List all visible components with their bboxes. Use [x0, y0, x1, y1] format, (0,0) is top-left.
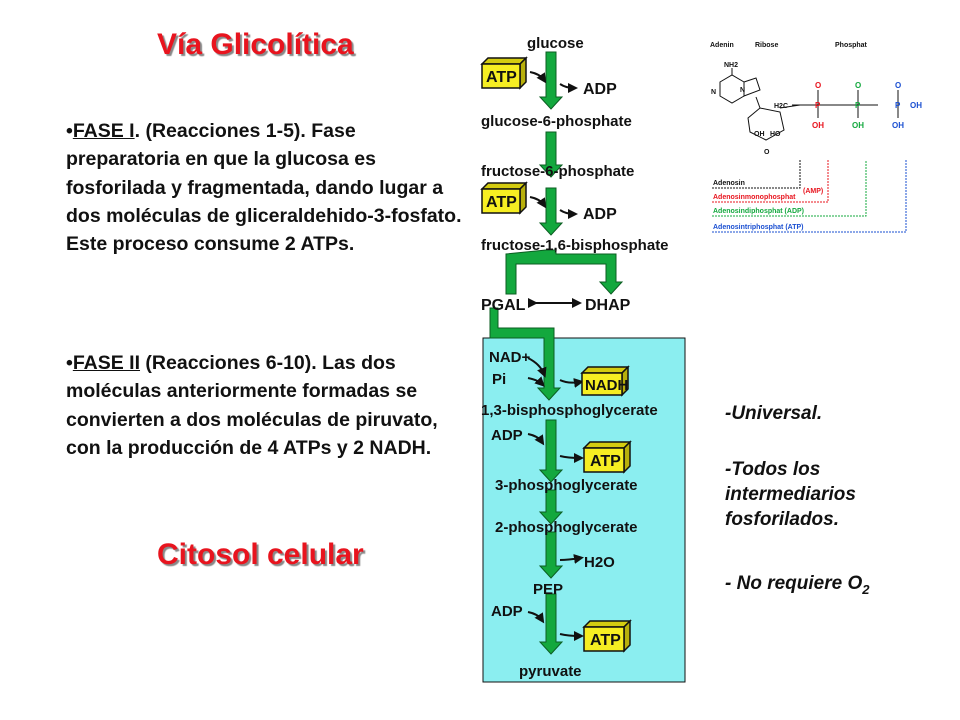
ho-label: HO [770, 131, 781, 138]
adp-label: ADP [491, 603, 523, 620]
o-label: O [764, 149, 770, 156]
nadh-box [580, 365, 630, 397]
p-label: P [895, 101, 901, 110]
fructose-bisphosphate-label: fructose-1,6-bisphosphate [481, 237, 669, 254]
note-oxygen-text: - No requiere O [725, 573, 863, 594]
page-title: Vía Glicolítica [157, 28, 354, 61]
glycolysis-diagram: glucose ATP ADP glucose-6-phosphate fruc… [480, 35, 686, 683]
note-universal: -Universal. [725, 403, 823, 424]
nad-label: NAD+ [489, 349, 530, 366]
adenosin-label: Adenosin [713, 180, 745, 187]
adenosindiphosphat-label: Adenosindiphosphat (ADP) [713, 208, 804, 215]
atp-label: ATP [486, 194, 517, 211]
note-intermediates: -Todos los intermediarios fosforilados. [725, 459, 856, 530]
glucose-label: glucose [527, 35, 584, 52]
atp-box [480, 181, 528, 215]
phase-two-label: FASE II [72, 352, 141, 374]
bullet: • [66, 120, 73, 142]
oh-label: OH [910, 101, 922, 110]
atp-box [582, 440, 632, 474]
glucose-6-phosphate-label: glucose-6-phosphate [481, 113, 632, 130]
pi-label: Pi [492, 371, 506, 388]
phase-one-text: •FASE I. (Reacciones 1-5). Fase preparat… [66, 117, 466, 258]
2-phosphoglycerate-label: 2-phosphoglycerate [495, 519, 638, 536]
oh-label: OH [852, 121, 864, 130]
ribose-label: Ribose [755, 42, 778, 49]
oh-label: OH [754, 131, 765, 138]
phase-one-description: . (Reacciones 1-5). Fase preparatoria en… [66, 120, 462, 256]
bisphosphoglycerate-label: 1,3-bisphosphoglycerate [481, 402, 658, 419]
n-label: N [740, 87, 745, 94]
o-label: O [855, 81, 861, 90]
o-label: O [895, 81, 901, 90]
h2c-label: H2C [774, 103, 788, 110]
adenosintriphosphat-label: Adenosintriphosphat (ATP) [713, 224, 803, 231]
pgal-label: PGAL [481, 297, 526, 314]
phase-one-label: FASE I [72, 120, 135, 142]
atp-structure-diagram: Adenin Ribose Phosphat NH2 N N H2C OH HO… [710, 42, 922, 233]
pep-label: PEP [533, 581, 563, 598]
pyruvate-label: pyruvate [519, 663, 582, 680]
nadh-label: NADH [585, 377, 628, 394]
adp-label: ADP [583, 81, 617, 98]
bullet: • [66, 352, 73, 374]
subtitle: Citosol celular [157, 538, 364, 571]
phase-two-description: (Reacciones 6-10). Las dos moléculas ant… [66, 352, 438, 459]
o-label: O [815, 81, 821, 90]
note-oxygen-subscript: 2 [862, 581, 870, 597]
atp-label: ATP [590, 453, 621, 470]
atp-label: ATP [590, 632, 621, 649]
phosphat-label: Phosphat [835, 42, 868, 49]
h2o-label: H2O [584, 554, 615, 571]
adp-label: ADP [583, 206, 617, 223]
oh-label: OH [892, 121, 904, 130]
phase-two-text: •FASE II (Reacciones 6-10). Las dos molé… [66, 349, 466, 462]
3-phosphoglycerate-label: 3-phosphoglycerate [495, 477, 638, 494]
n-label: N [711, 89, 716, 96]
note-oxygen: - No requiere O2 [725, 571, 869, 602]
atp-box [582, 619, 632, 653]
dhap-label: DHAP [585, 297, 631, 314]
nh2-label: NH2 [724, 62, 738, 69]
adenin-label: Adenin [710, 42, 734, 49]
atp-box [480, 56, 528, 90]
oh-label: OH [812, 121, 824, 130]
p-label: P [815, 101, 821, 110]
amp-label: (AMP) [803, 188, 823, 195]
green-arrows [489, 51, 624, 655]
adenosinmonophosphat-label: Adenosinmonophosphat [713, 194, 796, 201]
atp-label: ATP [486, 69, 517, 86]
fructose-6-phosphate-label: fructose-6-phosphate [481, 163, 634, 180]
atp-boxes [480, 56, 632, 653]
p-label: P [855, 101, 861, 110]
adp-label: ADP [491, 427, 523, 444]
